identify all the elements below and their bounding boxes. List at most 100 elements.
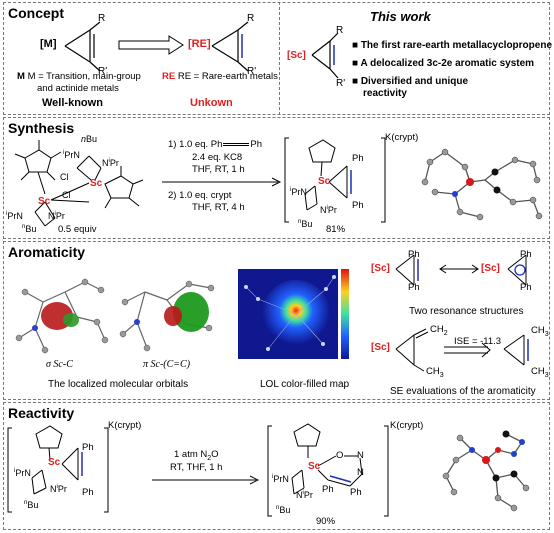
reactivity-cond-1: 1 atm N2O — [174, 449, 219, 462]
ph-label-p1-1: Ph — [352, 153, 364, 164]
synthesis-title: Synthesis — [8, 120, 75, 136]
re-definition-text: RE = Rare-earth metals — [177, 71, 278, 82]
kcrypt-label-1: K(crypt) — [385, 132, 419, 143]
reactivity-arrow — [152, 475, 260, 485]
se-evaluation — [395, 328, 529, 372]
re-definition: RE RE = Rare-earth metals — [162, 71, 278, 82]
reactant-structure — [7, 425, 109, 513]
sc-atom-product1: Sc — [318, 176, 331, 187]
bullet-2: ■ A delocalized 3c-2e aromatic system — [352, 58, 535, 69]
half-equiv-label: 0.5 equiv — [58, 224, 97, 235]
bullet-3-text: Diversified and unique — [360, 76, 469, 87]
sigma-orbital-model — [15, 278, 109, 354]
ph-res-3: Ph — [520, 249, 532, 260]
step2b-line: THF, RT, 4 h — [192, 202, 245, 213]
ph-reactant-1: Ph — [82, 442, 94, 453]
bullet-3: ■ Diversified and unique — [352, 76, 469, 87]
m-label: [M] — [40, 38, 57, 50]
npr-label-p1: NiPr — [320, 205, 337, 215]
sc-label-concept: [Sc] — [287, 50, 306, 61]
step1d-line: THF, RT, 1 h — [192, 164, 245, 175]
resonance-structures — [395, 254, 527, 286]
pi-orbital-model — [119, 280, 215, 352]
reactivity-title: Reactivity — [8, 405, 75, 421]
sc-se: [Sc] — [371, 342, 390, 353]
r-prime-label-2: R' — [247, 66, 257, 77]
nbu-label-2: nBu — [22, 224, 37, 234]
sc-res-1: [Sc] — [371, 263, 390, 274]
product-1-structure — [284, 137, 386, 223]
ch3-label-2: CH3 — [531, 325, 549, 338]
se-caption: SE evaluations of the aromaticity — [390, 386, 536, 397]
this-work-title: This work — [370, 9, 431, 24]
product-2-structure — [267, 423, 389, 517]
crystal-structure-2 — [442, 430, 530, 512]
sc-metallacyclopropene — [311, 32, 339, 79]
ph-p2-2: Ph — [350, 487, 362, 498]
bullet-2-text: A delocalized 3c-2e aromatic system — [360, 58, 535, 69]
crystal-structure-1 — [421, 148, 543, 221]
r-label-3: R — [336, 25, 344, 36]
iprn-label-r: iPrN — [14, 468, 31, 478]
ph-reactant-2: Ph — [82, 487, 94, 498]
o-atom: O — [336, 450, 344, 461]
bullet-1: ■ The first rare-earth metallacycloprope… — [352, 40, 553, 51]
pi-caption: π Sc-(C=C) — [143, 359, 191, 370]
yield-2: 90% — [316, 516, 336, 527]
kcrypt-label-3: K(crypt) — [390, 420, 424, 431]
re-label: [RE] — [188, 38, 211, 50]
sc-atom-product2: Sc — [308, 461, 321, 472]
mo-caption: The localized molecular orbitals — [48, 379, 189, 390]
sc-res-2: [Sc] — [481, 263, 500, 274]
n-atom-2: N — [357, 467, 364, 478]
n-atom-1: N — [357, 450, 364, 461]
cl-atom-1: Cl — [60, 172, 69, 182]
npr-label-2: NiPr — [48, 211, 65, 221]
concept-title: Concept — [8, 5, 64, 21]
bullet-3-cont: reactivity — [363, 88, 407, 99]
ch3-label-1: CH3 — [426, 366, 444, 379]
m-definition-text: M = Transition, main-group — [27, 71, 141, 82]
ph-label-p1-2: Ph — [352, 200, 364, 211]
m-definition-2: and actinide metals — [37, 83, 119, 94]
concept-panel — [3, 2, 550, 115]
sc-atom-reactant: Sc — [48, 457, 61, 468]
sc-atom-1: Sc — [38, 196, 51, 207]
nbu-label-r: nBu — [24, 500, 39, 510]
step1-ph: Ph — [250, 139, 263, 150]
r-prime-label-3: R' — [336, 78, 346, 89]
npr-label-p2: NiPr — [296, 490, 313, 500]
ise-label: ISE = -11.3 — [454, 336, 502, 347]
npr-label-r: NiPr — [50, 484, 67, 494]
ph-res-1: Ph — [408, 249, 420, 260]
ch2-label: CH2 — [430, 324, 448, 337]
well-known-label: Well-known — [42, 97, 103, 109]
synthesis-panel — [3, 117, 550, 239]
iprn-label-2: iPrN — [6, 211, 23, 221]
aromaticity-title: Aromaticity — [8, 244, 86, 260]
iprn-label-p2: iPrN — [272, 474, 289, 484]
sigma-caption: σ Sc-C — [46, 359, 73, 370]
kcrypt-label-2: K(crypt) — [108, 420, 142, 431]
r-label-2: R — [247, 13, 255, 24]
lol-caption: LOL color-filled map — [260, 379, 350, 390]
re-metallacyclopropene — [211, 21, 249, 72]
lol-map — [238, 269, 338, 359]
lol-colorbar — [341, 269, 349, 359]
resonance-caption: Two resonance structures — [409, 306, 524, 317]
bullet-1-text: The first rare-earth metallacyclopropene — [360, 40, 553, 51]
iprn-label-1: iPrN — [63, 150, 80, 160]
reactivity-cond-2: RT, THF, 1 h — [170, 462, 223, 473]
ch3-label-3: CH3 — [531, 366, 549, 379]
synthesis-arrow — [162, 177, 282, 187]
nbu-label-p2: nBu — [276, 505, 291, 515]
r-label-1: R — [98, 13, 106, 24]
m-definition: M M = Transition, main-group — [17, 71, 141, 82]
dimer-structure — [14, 140, 144, 227]
npr-label-1: NiPr — [102, 158, 119, 168]
ph-p2-1: Ph — [322, 484, 334, 495]
nbu-label-1: nBu — [81, 134, 98, 144]
aromaticity-panel — [3, 241, 550, 400]
